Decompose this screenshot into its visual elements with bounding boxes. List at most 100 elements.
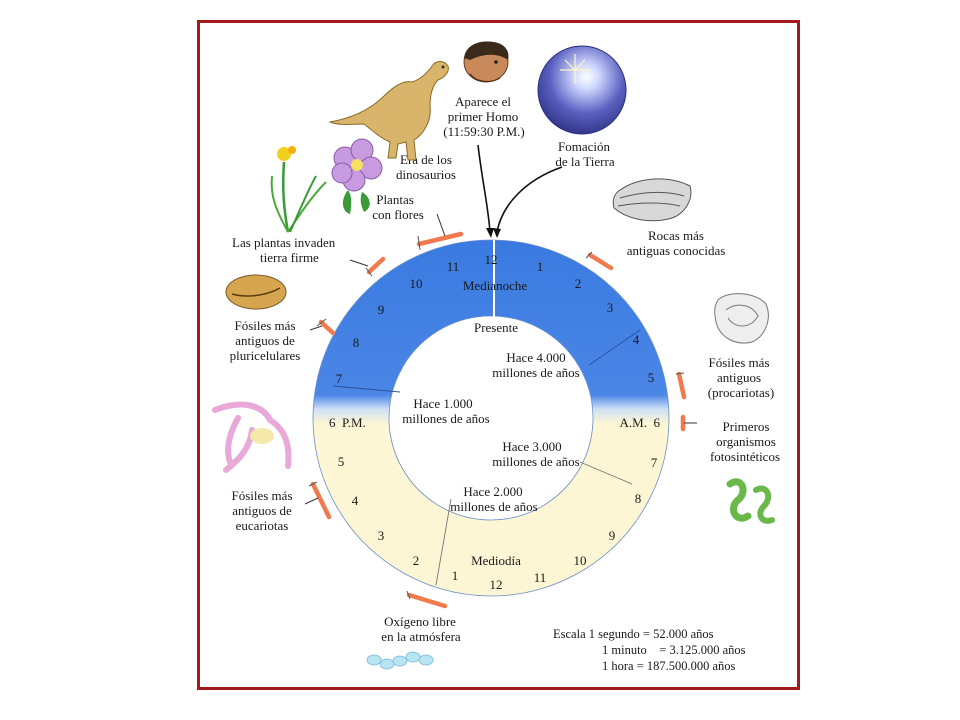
clock-hour-5-top: 5 xyxy=(648,370,655,385)
event-homo: Aparece el primer Homo (11:59:30 P.M.) xyxy=(443,94,525,139)
scale-line-2: 1 minuto = 3.125.000 años xyxy=(602,643,746,657)
clock-hour-11-top: 11 xyxy=(447,259,460,274)
connector-land-plants xyxy=(349,259,369,267)
event-flowers-line1: Plantas xyxy=(376,192,414,207)
inner-label-3000-line1: Hace 3.000 xyxy=(502,439,561,454)
fossil-prokaryote-icon xyxy=(714,293,769,344)
tick-oxygen xyxy=(406,592,448,609)
arrow-homo xyxy=(477,144,491,233)
event-prokaryotes: Fósiles más antiguos (procariotas) xyxy=(708,355,774,400)
flower-icon xyxy=(331,138,383,214)
event-oxygen: Oxígeno libre en la atmósfera xyxy=(381,614,461,644)
noon-label: Mediodía xyxy=(471,553,521,568)
dinosaur-icon xyxy=(328,61,449,161)
event-prokaryotes-line2: antiguos xyxy=(717,370,761,385)
inner-label-2000-line1: Hace 2.000 xyxy=(463,484,522,499)
event-rocks: Rocas más antiguas conocidas xyxy=(627,228,726,258)
event-rocks-line2: antiguas conocidas xyxy=(627,243,726,258)
clock-hour-12-top: 12 xyxy=(485,252,498,267)
connector-eukaryotes xyxy=(304,497,319,505)
inner-label-3000-line2: millones de años xyxy=(492,454,579,469)
time-scale: Escala 1 segundo = 52.000 años 1 minuto … xyxy=(553,627,746,673)
event-multicellular-line1: Fósiles más xyxy=(234,318,295,333)
tick-land-plants xyxy=(366,256,386,275)
event-eukaryotes: Fósiles más antiguos de eucariotas xyxy=(231,488,292,533)
earth-globe-icon xyxy=(537,45,627,135)
inner-label-1000-line2: millones de años xyxy=(402,411,489,426)
event-photosynthetic: Primeros organismos fotosintéticos xyxy=(710,419,780,464)
fossil-shell-icon xyxy=(225,274,287,310)
inner-label-2000: Hace 2.000 millones de años xyxy=(450,484,537,514)
clock-hour-1-top: 1 xyxy=(537,259,544,274)
tick-bar-land-plants xyxy=(365,267,373,277)
arrowhead-earth xyxy=(493,228,501,238)
arrow-earth xyxy=(496,166,563,233)
arrowhead-homo xyxy=(486,228,494,238)
event-eukaryotes-line1: Fósiles más xyxy=(231,488,292,503)
event-multicellular-line3: pluricelulares xyxy=(230,348,301,363)
clock-ring xyxy=(312,239,670,597)
event-multicellular: Fósiles más antiguos de pluricelulares xyxy=(230,318,301,363)
bacteria-chain-icon xyxy=(366,651,434,670)
event-photosynthetic-line3: fotosintéticos xyxy=(710,449,780,464)
eukaryote-cell-icon xyxy=(212,401,292,473)
six-pm-label: 6 P.M. xyxy=(329,415,366,430)
clock-hour-9-top: 9 xyxy=(378,302,385,317)
tick-bar-prokaryotes xyxy=(675,372,685,375)
daffodil-icon xyxy=(270,146,327,233)
event-photosynthetic-line1: Primeros xyxy=(723,419,770,434)
clock-hour-7-top: 7 xyxy=(336,371,343,386)
human-head-icon xyxy=(463,41,509,83)
clock-hour-11-bottom: 11 xyxy=(534,570,547,585)
tick-bar-eukaryotes xyxy=(308,481,318,487)
event-oxygen-line2: en la atmósfera xyxy=(381,629,461,644)
inner-label-4000-line2: millones de años xyxy=(492,365,579,380)
inner-label-4000: Hace 4.000 millones de años xyxy=(492,350,579,380)
present-label: Presente xyxy=(474,320,518,335)
event-ticks xyxy=(310,231,687,609)
event-flowers: Plantas con flores xyxy=(372,192,424,222)
clock-hour-7-bottom: 7 xyxy=(651,455,658,470)
connector-lines xyxy=(304,213,697,505)
scale-line-3: 1 hora = 187.500.000 años xyxy=(602,659,736,673)
clock-hour-3-bottom: 3 xyxy=(378,528,385,543)
clock-numbers-bottom: 7 8 9 10 11 12 1 2 3 4 5 xyxy=(338,454,658,592)
event-eukaryotes-line2: antiguos de xyxy=(232,503,292,518)
event-homo-line2: primer Homo xyxy=(448,109,518,124)
tick-bar-multicellular xyxy=(316,318,327,327)
event-tick-bars xyxy=(308,235,685,600)
clock-hour-4-bottom: 4 xyxy=(352,493,359,508)
scale-line-1: Escala 1 segundo = 52.000 años xyxy=(553,627,714,641)
clock-hour-10-top: 10 xyxy=(410,276,423,291)
connector-flowers xyxy=(436,213,446,237)
inner-label-1000: Hace 1.000 millones de años xyxy=(402,396,489,426)
event-land-plants: Las plantas invaden tierra firme xyxy=(232,235,336,265)
tick-prokaryotes xyxy=(676,371,687,400)
epoch-line-3000 xyxy=(579,461,633,485)
epoch-line-2000 xyxy=(435,498,452,586)
clock-hour-3-top: 3 xyxy=(607,300,614,315)
connector-multicellular xyxy=(309,325,323,331)
tick-bar-oxygen xyxy=(406,590,411,600)
clock-hour-8-bottom: 8 xyxy=(635,491,642,506)
tick-rocks xyxy=(587,252,614,271)
event-rocks-line1: Rocas más xyxy=(648,228,704,243)
epoch-line-4000 xyxy=(588,329,641,366)
event-photosynthetic-line2: organismos xyxy=(716,434,776,449)
clock-hour-9-bottom: 9 xyxy=(609,528,616,543)
event-earth-line2: de la Tierra xyxy=(555,154,614,169)
algae-icon xyxy=(726,478,775,524)
clock-hour-2-top: 2 xyxy=(575,276,582,291)
event-eukaryotes-line3: eucariotas xyxy=(236,518,289,533)
event-dinosaurs: Era de los dinosaurios xyxy=(396,152,456,182)
inner-label-4000-line1: Hace 4.000 xyxy=(506,350,565,365)
tick-bar-dinosaurs xyxy=(417,235,421,251)
event-prokaryotes-line3: (procariotas) xyxy=(708,385,774,400)
clock-ring-band xyxy=(312,239,670,597)
inner-label-3000: Hace 3.000 millones de años xyxy=(492,439,579,469)
inner-label-2000-line2: millones de años xyxy=(450,499,537,514)
inner-label-1000-line1: Hace 1.000 xyxy=(413,396,472,411)
event-homo-line3: (11:59:30 P.M.) xyxy=(443,124,525,139)
event-earth-line1: Fomación xyxy=(558,139,610,154)
